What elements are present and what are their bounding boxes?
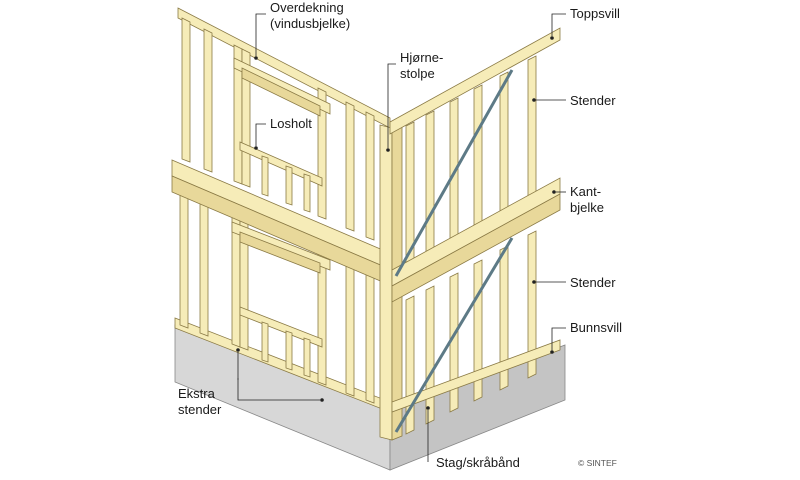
label-overdekning-line1: Overdekning [270, 0, 344, 15]
label-stender-bottom: Stender [570, 275, 616, 290]
label-losholt: Losholt [270, 116, 312, 131]
diagonal-braces [394, 69, 514, 433]
label-bunnsvill: Bunnsvill [570, 320, 622, 335]
label-kantbjelke-line2: bjelke [570, 200, 604, 215]
left-upper-studs [181, 17, 375, 241]
label-ekstra-stender-line1: Ekstra [178, 386, 216, 401]
label-stag: Stag/skråbånd [436, 455, 520, 470]
copyright-credit: © SINTEF [578, 458, 617, 468]
labels: Overdekning (vindusbjelke) Hjørne- stolp… [178, 0, 622, 470]
label-ekstra-stender-line2: stender [178, 402, 222, 417]
label-stender-top: Stender [570, 93, 616, 108]
label-kantbjelke-line1: Kant- [570, 184, 601, 199]
label-overdekning-line2: (vindusbjelke) [270, 16, 350, 31]
label-toppsvill: Toppsvill [570, 6, 620, 21]
label-hjornestolpe-line2: stolpe [400, 66, 435, 81]
left-wall-frame [171, 7, 393, 413]
label-hjornestolpe-line1: Hjørne- [400, 50, 443, 65]
right-wall-frame [389, 27, 561, 435]
left-lower-studs [179, 189, 375, 404]
leader-lines [236, 13, 566, 462]
